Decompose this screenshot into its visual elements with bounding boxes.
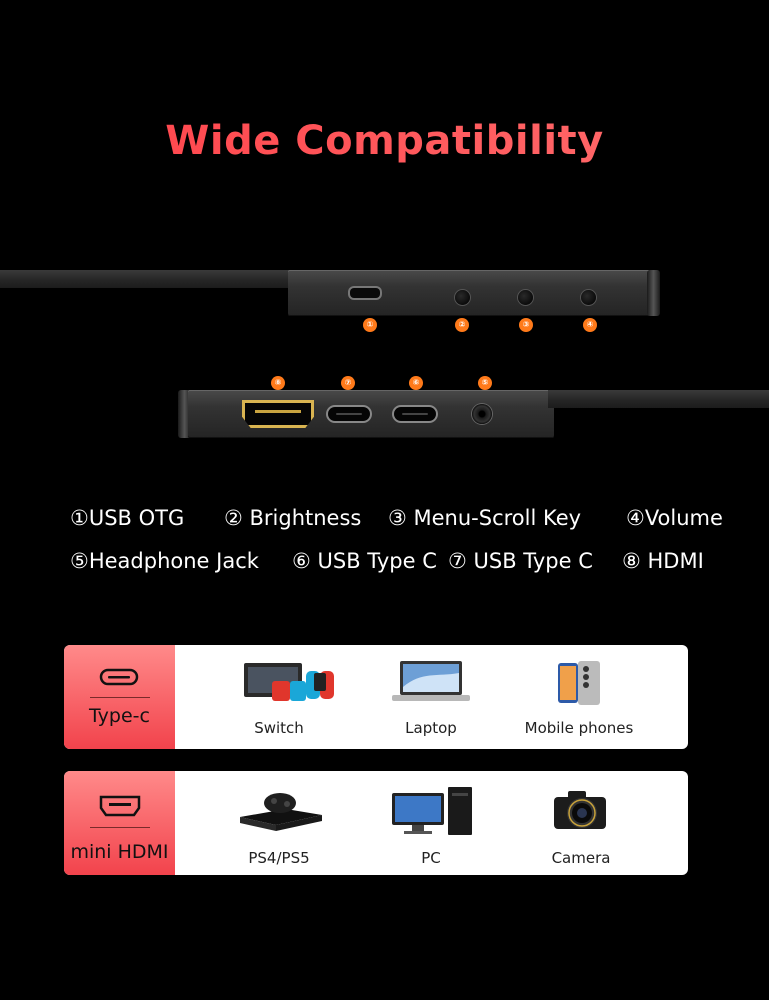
headphone-jack-port — [472, 404, 492, 424]
device-bottom-edge-bar — [548, 390, 769, 408]
device-label: Laptop — [405, 719, 457, 737]
legend-menu-scroll-key: ③ Menu-Scroll Key — [388, 506, 582, 530]
legend-usb-type-c-7: ⑦ USB Type C — [448, 549, 593, 573]
compat-card-mini-hdmi: mini HDMI PS4/PS5 PC — [64, 771, 688, 875]
device-label: Switch — [254, 719, 304, 737]
compat-card-type-c: Type-c Switch Laptop — [64, 645, 688, 749]
device-label: PC — [421, 849, 441, 867]
card-port-label: mini HDMI — [70, 841, 169, 863]
legend-hdmi: ⑧ HDMI — [622, 549, 704, 573]
callout-7: ⑦ — [341, 376, 355, 390]
legend-usb-type-c-6: ⑥ USB Type C — [292, 549, 437, 573]
device-top-edge-cap — [647, 270, 660, 316]
legend-usb-otg: ①USB OTG — [70, 506, 185, 530]
device-bottom-edge-cap — [178, 390, 191, 438]
legend-volume: ④Volume — [626, 506, 723, 530]
game-console-icon — [244, 663, 334, 701]
device-label: PS4/PS5 — [248, 849, 310, 867]
volume-button — [581, 290, 596, 305]
brightness-button — [455, 290, 470, 305]
callout-5: ⑤ — [478, 376, 492, 390]
page-title: Wide Compatibility — [0, 118, 769, 164]
card-port-panel: mini HDMI — [64, 771, 175, 875]
micro-usb-port — [350, 288, 380, 298]
usb-type-c-port-7 — [328, 407, 370, 421]
phone-icon — [558, 661, 600, 705]
device-label: Mobile phones — [524, 719, 634, 737]
hdmi-icon — [99, 795, 141, 817]
usb-type-c-port-6 — [394, 407, 436, 421]
device-top-edge-panel — [288, 270, 650, 316]
device-label: Camera — [551, 849, 611, 867]
usb-c-icon — [99, 668, 139, 686]
callout-4: ④ — [583, 318, 597, 332]
callout-2: ② — [455, 318, 469, 332]
mini-hdmi-port — [242, 400, 314, 428]
device-bottom-edge-panel — [188, 390, 554, 438]
legend-headphone-jack: ⑤Headphone Jack — [70, 549, 259, 573]
callout-3: ③ — [519, 318, 533, 332]
device-top-edge-bar — [0, 270, 300, 288]
card-port-panel: Type-c — [64, 645, 175, 749]
menu-scroll-button — [518, 290, 533, 305]
xbox-console-icon — [240, 793, 322, 831]
card-port-label: Type-c — [89, 705, 150, 727]
legend-brightness: ② Brightness — [224, 506, 362, 530]
callout-1: ① — [363, 318, 377, 332]
camera-icon — [554, 791, 606, 829]
laptop-icon — [392, 661, 470, 701]
card-port-divider — [90, 827, 150, 828]
callout-8: ⑧ — [271, 376, 285, 390]
card-port-divider — [90, 697, 150, 698]
callout-6: ⑥ — [409, 376, 423, 390]
desktop-pc-icon — [392, 787, 472, 835]
